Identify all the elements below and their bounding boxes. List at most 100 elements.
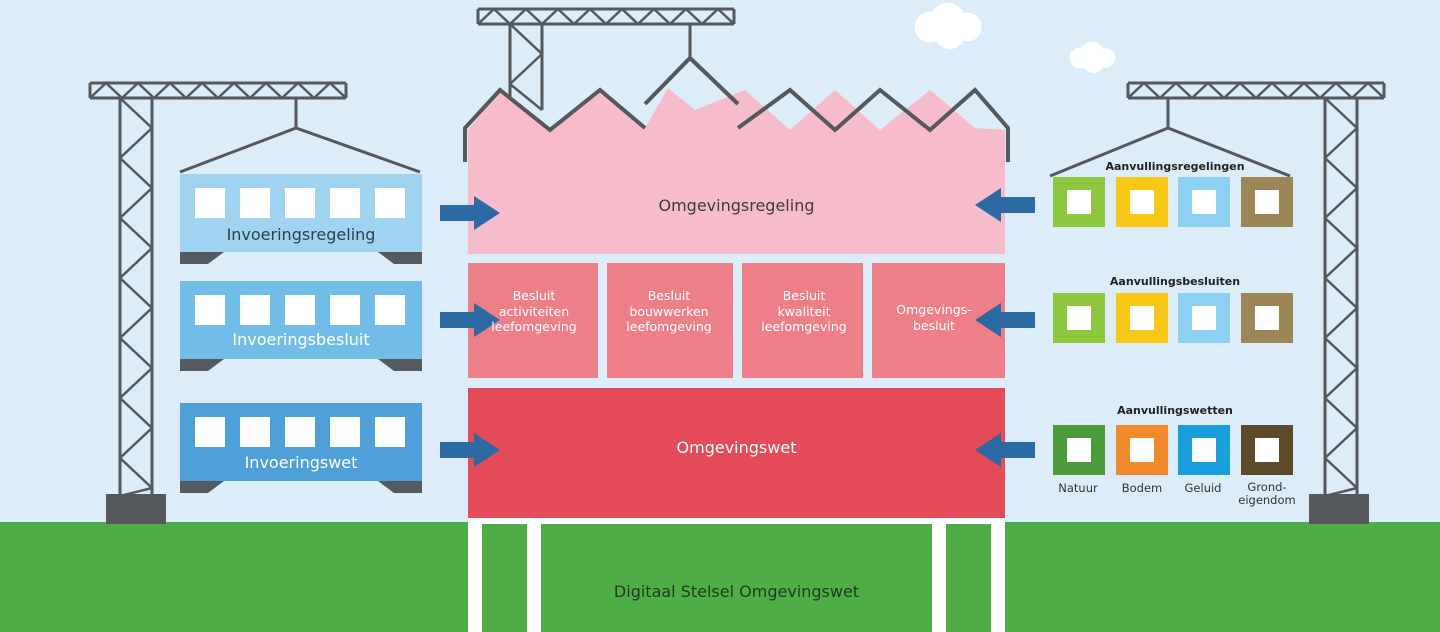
label-besluit-activiteiten: Besluit activiteiten leefomgeving [491,288,577,335]
left-crane-sling [179,126,421,174]
container-invoeringsbesluit-window [285,295,315,325]
label-invoeringsregeling: Invoeringsregeling [226,225,376,244]
left-crane-jib-brace [281,82,299,99]
arrow-left-bottom [440,433,500,467]
building-ground-floor [468,388,1005,518]
roof-outline-right [736,87,1010,162]
container-invoeringsregeling-window [195,188,225,218]
container-invoeringsbesluit-foot-right [378,359,422,371]
label-besluit-kwaliteit: Besluit kwaliteit leefomgeving [761,288,847,335]
top-crane-jib-brace [509,8,527,25]
label-grondeigendom: Grond- eigendom [1238,480,1296,507]
container-invoeringsbesluit-window [375,295,405,325]
top-crane-jib-brace [493,8,511,25]
right-crane-mast-brace [1324,397,1358,429]
left-crane-mast-brace [119,337,153,369]
right-crane-jib-brace [1175,82,1193,99]
left-crane-mast-brace [119,367,153,399]
container-invoeringswet-window [240,417,270,447]
cloud-puff [934,18,966,49]
container-invoeringswet-window [195,417,225,447]
right-crane-mast-brace [1324,157,1358,189]
right-crane-jib-brace [1287,82,1305,99]
module-regeling-1-window [1067,190,1091,214]
label-invoeringsbesluit: Invoeringsbesluit [232,330,370,349]
foundation-divider-1 [468,522,482,632]
label-besluit-bouwwerken: Besluit bouwwerken leefomgeving [626,288,712,335]
left-crane-mast-brace [119,277,153,309]
arrow-left-top [440,196,500,230]
left-crane-jib-brace [137,82,155,99]
container-invoeringswet-foot-right [378,481,422,493]
label-geluid: Geluid [1184,481,1222,495]
right-crane-mast-brace [1324,277,1358,309]
right-crane-mast-brace [1324,97,1358,129]
top-crane-jib-brace [621,8,639,25]
top-crane-jib-brace [653,8,671,25]
left-crane-jib-brace [233,82,251,99]
foundation-divider-4 [991,522,1005,632]
arrow-right-bottom [975,433,1035,467]
right-crane-mast-brace [1324,457,1358,489]
right-crane-mast-brace [1324,127,1358,159]
container-invoeringswet-foot-left [180,481,224,493]
label-bodem: Bodem [1121,481,1163,495]
top-crane-jib-brace [717,8,735,25]
module-regeling-3-window [1192,190,1216,214]
module-regeling-4-window [1255,190,1279,214]
top-crane-mast-brace [509,83,543,111]
left-crane-jib-brace [249,82,267,99]
left-crane-jib-brace [329,82,347,99]
left-crane-jib-brace [217,82,235,99]
right-crane-jib-brace [1255,82,1273,99]
top-crane-jib-brace [557,8,575,25]
right-crane-mast-brace [1324,367,1358,399]
foundation-divider-2 [527,522,541,632]
right-crane-jib-brace [1159,82,1177,99]
right-crane-jib-brace [1191,82,1209,99]
arrow-right-middle [975,303,1035,337]
container-invoeringsbesluit-window [330,295,360,325]
module-wet-2-window [1130,438,1154,462]
module-besluit-2-window [1130,306,1154,330]
label-natuur: Natuur [1058,481,1098,495]
left-crane-jib-brace [265,82,283,99]
cloud-small [1069,41,1116,73]
cloud-puff [1083,52,1104,73]
right-crane-jib-brace [1239,82,1257,99]
top-crane-jib-brace [637,8,655,25]
module-regeling-2-window [1130,190,1154,214]
arrow-left-middle [440,303,500,337]
module-wet-3-window [1192,438,1216,462]
left-crane-jib-brace [313,82,331,99]
right-crane-base [1309,494,1369,524]
left-crane-mast-brace [119,457,153,489]
container-invoeringsregeling-window [285,188,315,218]
top-crane-jib-brace [525,8,543,25]
top-crane-jib-brace [541,8,559,25]
left-crane-mast-brace [119,127,153,159]
right-crane-jib-brace [1319,82,1337,99]
right-crane-mast-brace [1324,247,1358,279]
container-invoeringsbesluit-foot-left [180,359,224,371]
module-wet-1-window [1067,438,1091,462]
top-crane-mast-brace [509,23,543,55]
left-crane-jib-brace [297,82,315,99]
top-crane-jib-brace [685,8,703,25]
left-crane-mast-brace [119,217,153,249]
left-crane-jib-brace [121,82,139,99]
left-crane-jib-brace [153,82,171,99]
right-crane-jib-brace [1351,82,1369,99]
container-invoeringsbesluit-window [195,295,225,325]
label-invoeringswet: Invoeringswet [244,453,358,472]
container-invoeringsregeling-foot-left [180,252,224,264]
left-crane-jib-brace [201,82,219,99]
module-wet-4-window [1255,438,1279,462]
label-aanvullingswetten: Aanvullingswetten [1117,404,1233,417]
top-crane-jib-brace [669,8,687,25]
foundation-base [468,522,1005,632]
right-crane-jib-brace [1271,82,1289,99]
building-top-floor [468,88,1005,254]
